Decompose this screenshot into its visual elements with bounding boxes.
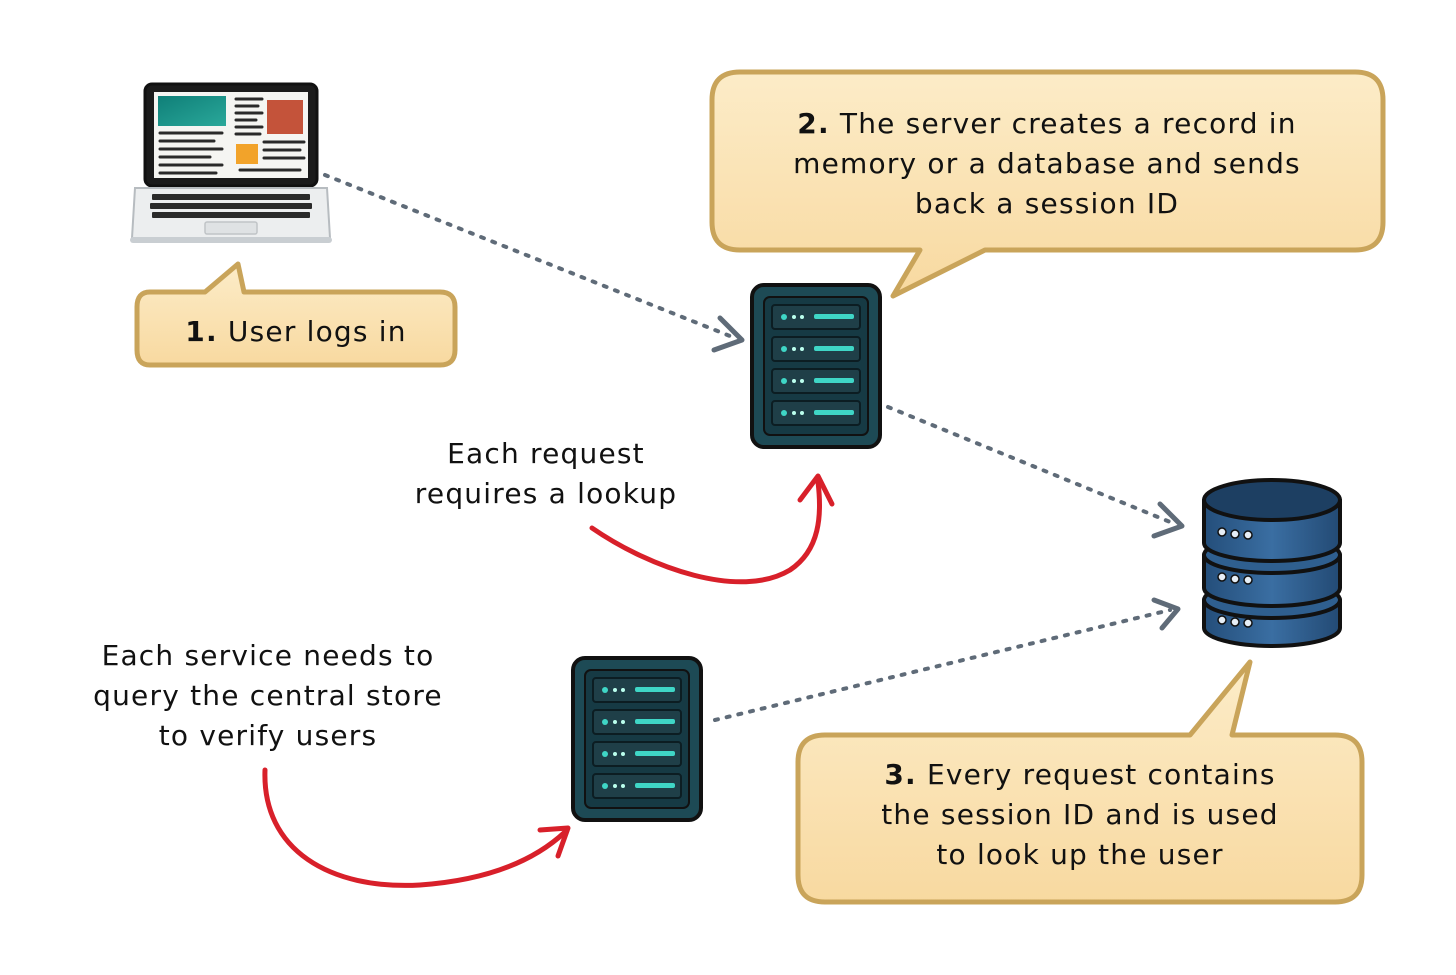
step1-text: 1. User logs in	[185, 315, 406, 348]
step3-line1: 3. Every request contains	[884, 758, 1275, 791]
step3-line2: the session ID and is used	[881, 798, 1279, 831]
lookup-line1: Each request	[447, 437, 645, 470]
step1-bubble: 1. User logs in	[134, 261, 458, 368]
laptop-icon	[130, 82, 332, 243]
service-line2: query the central store	[93, 679, 443, 712]
step2-line2: memory or a database and sends	[793, 147, 1301, 180]
service-line1: Each service needs to	[102, 639, 435, 672]
database-icon	[1202, 478, 1342, 648]
secondary-server-icon	[571, 656, 703, 822]
step3-line3: to look up the user	[936, 838, 1223, 871]
lookup-arrow	[589, 473, 835, 585]
connector-laptop-to-server	[323, 173, 745, 353]
step2-line1: 2. The server creates a record in	[797, 107, 1296, 140]
step3-bubble: 3. Every request contains the session ID…	[795, 659, 1365, 905]
service-arrow	[262, 767, 571, 888]
service-note: Each service needs to query the central …	[93, 639, 443, 752]
lookup-note: Each request requires a lookup	[415, 437, 677, 510]
service-line3: to verify users	[159, 719, 378, 752]
primary-server-icon	[750, 283, 882, 449]
step2-line3: back a session ID	[915, 187, 1179, 220]
lookup-line2: requires a lookup	[415, 477, 677, 510]
connector-service-to-database	[713, 597, 1181, 722]
step2-bubble: 2. The server creates a record in memory…	[709, 69, 1386, 299]
connector-server-to-database	[886, 405, 1185, 539]
